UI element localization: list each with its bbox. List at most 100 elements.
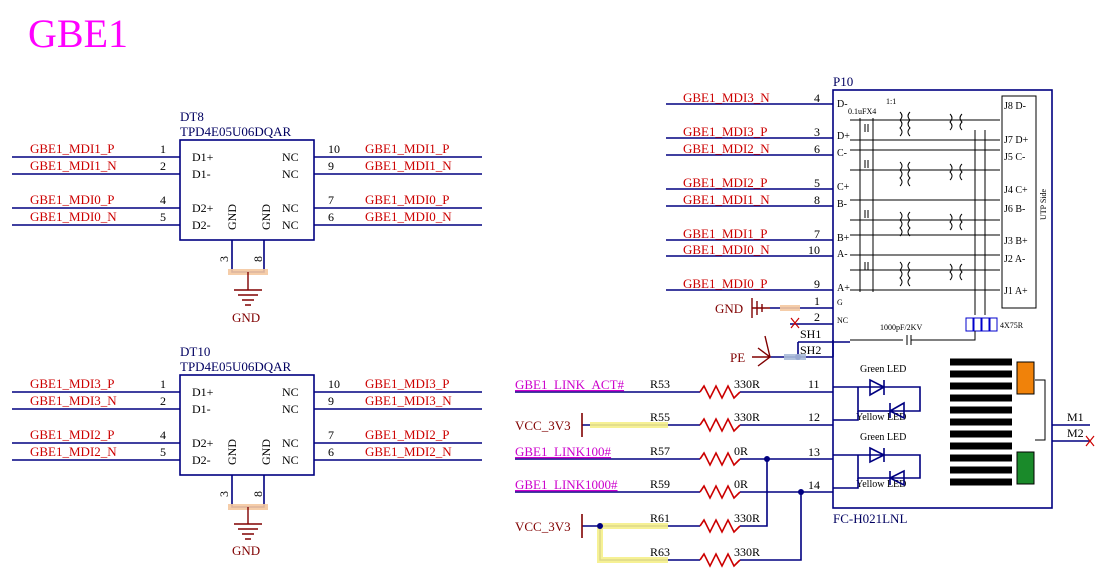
p10-net-label: GBE1_MDI2_N [683,141,770,156]
p10-pin: 10 [808,243,820,257]
dt8-pin-name: D1- [192,167,211,181]
dt8-right-pin: 6 [328,210,334,224]
p10-net-label: GBE1_MDI0_N [683,242,770,257]
p10-signal-wires [666,103,833,291]
r53-resistor-symbol [699,384,741,400]
dt10-body [179,374,315,476]
dt10-pin-name: D1- [192,402,211,416]
p10-led-label: Green LED [860,432,906,443]
p10-utp-side-label: UTP Side [1039,189,1048,220]
p10-pin-name: B+ [837,233,850,244]
dt10-pin-name: D2- [192,453,211,467]
p10-hv-cap [850,331,976,345]
r61-resistor-symbol [699,518,741,534]
dt10-right-net: GBE1_MDI3_N [365,393,452,408]
dt10-right-pin: 9 [328,394,334,408]
junction-dot [764,456,770,462]
p10-pin-name: G [837,298,843,307]
dt8-gnd-pin: 8 [251,256,265,262]
r59-net-label: GBE1_LINK1000# [515,477,618,492]
r61-ref: R61 [650,511,670,525]
dt8-body [179,139,315,241]
dt10-pin-name: NC [282,402,299,416]
p10-pin-name: C+ [837,182,850,193]
ground-symbol [751,298,770,318]
r57-net-label: GBE1_LINK100# [515,444,612,459]
p10-led-pin: 13 [808,445,820,459]
dt8-pin-name: NC [282,201,299,215]
p10-net-label: GBE1_MDI2_P [683,175,768,190]
r61-value: 330R [734,511,760,525]
p10-m2-label: M2 [1067,426,1084,440]
dt8-right-pin: 9 [328,159,334,173]
p10-pin-name: NC [837,316,848,325]
dt8-left-pin: 2 [160,159,166,173]
p10-magnetics [850,95,1037,315]
pe-label: PE [730,350,745,365]
dt8-pin-name: D2+ [192,201,214,215]
dt8-gnd-pin-name: GND [225,204,239,230]
dt8-right-net: GBE1_MDI1_P [365,141,450,156]
p10-pin-name: B- [837,199,847,210]
r55-ref: R55 [650,410,670,424]
dt8-left-net: GBE1_MDI1_P [30,141,115,156]
dt8-pin-name: NC [282,150,299,164]
dt10-ref: DT10 [180,344,210,359]
p10-pin: 6 [814,142,820,156]
p10-net-label: GBE1_MDI1_P [683,226,768,241]
junction-dot [597,523,603,529]
p10-pin: 2 [814,310,820,324]
dt10-gnd-pin-name: GND [259,439,273,465]
p10-pin: 4 [814,91,820,105]
p10-jack-label: J5 C- [1004,152,1025,163]
p10-pin-name: A+ [837,283,850,294]
dt8-component[interactable]: DT8 TPD4E05U06DQAR GBE1_MDI1_P GBE1_MDI1… [12,109,482,325]
dt8-right-pin: 7 [328,193,334,207]
p10-jack-label: J8 D- [1004,101,1026,112]
led-pair-bottom [833,446,921,487]
vcc-bottom-label: VCC_3V3 [515,519,571,534]
p10-net-label: GBE1_MDI1_N [683,192,770,207]
p10-net-label: GBE1_MDI3_N [683,90,770,105]
dt10-left-net: GBE1_MDI3_N [30,393,117,408]
dt10-left-net: GBE1_MDI2_P [30,427,115,442]
dt10-component[interactable]: DT10 TPD4E05U06DQAR GBE1_MDI3_P GBE1_MDI… [12,344,482,558]
p10-jack-label: J7 D+ [1004,135,1029,146]
dt10-pin-name: D2+ [192,436,214,450]
no-connect-marker [1085,435,1095,447]
p10-pin: 8 [814,193,820,207]
r53-net-label: GBE1_LINK_ACT# [515,377,625,392]
p10-led-pin: 14 [808,478,820,492]
p10-body [832,89,1053,509]
p10-led-label: Green LED [860,364,906,375]
dt8-left-pin: 5 [160,210,166,224]
dt10-right-pin: 10 [328,377,340,391]
p10-gnd-nc-wires [770,307,833,325]
dt10-left-net: GBE1_MDI3_P [30,376,115,391]
r53-value: 330R [734,377,760,391]
ground-symbol [234,272,262,306]
p10-resistor-network [965,317,998,332]
dt10-left-pin: 4 [160,428,166,442]
led-resistor-network[interactable]: GBE1_LINK_ACT# R53 330R VCC_3V3 R55 330R… [515,377,833,568]
p10-net-label: GBE1_MDI0_P [683,276,768,291]
dt10-right-net: GBE1_MDI2_P [365,427,450,442]
dt10-gnd-label: GND [232,543,260,558]
dt10-pin-name: D1+ [192,385,214,399]
p10-connector[interactable]: P10 FC-H021LNL GBE1_MDI3_N GBE1_MDI3_P G… [666,74,1095,526]
dt10-gnd-wires [231,475,265,508]
dt8-gnd-wires [231,240,265,273]
dt8-left-pin: 4 [160,193,166,207]
p10-hv-cap-label: 1000pF/2KV [880,323,922,332]
dt8-ref: DT8 [180,109,204,124]
chassis-ground-symbol [752,335,772,367]
p10-pin-name: D- [837,99,848,110]
p10-jack-label: J4 C+ [1004,185,1028,196]
r57-ref: R57 [650,444,670,458]
dt10-left-wires [12,391,180,461]
p10-led-label: Yellow LED [856,479,906,490]
p10-net-label: GBE1_MDI3_P [683,124,768,139]
p10-pin-name: D+ [837,131,850,142]
p10-pin: 7 [814,227,820,241]
dt10-right-net: GBE1_MDI2_N [365,444,452,459]
